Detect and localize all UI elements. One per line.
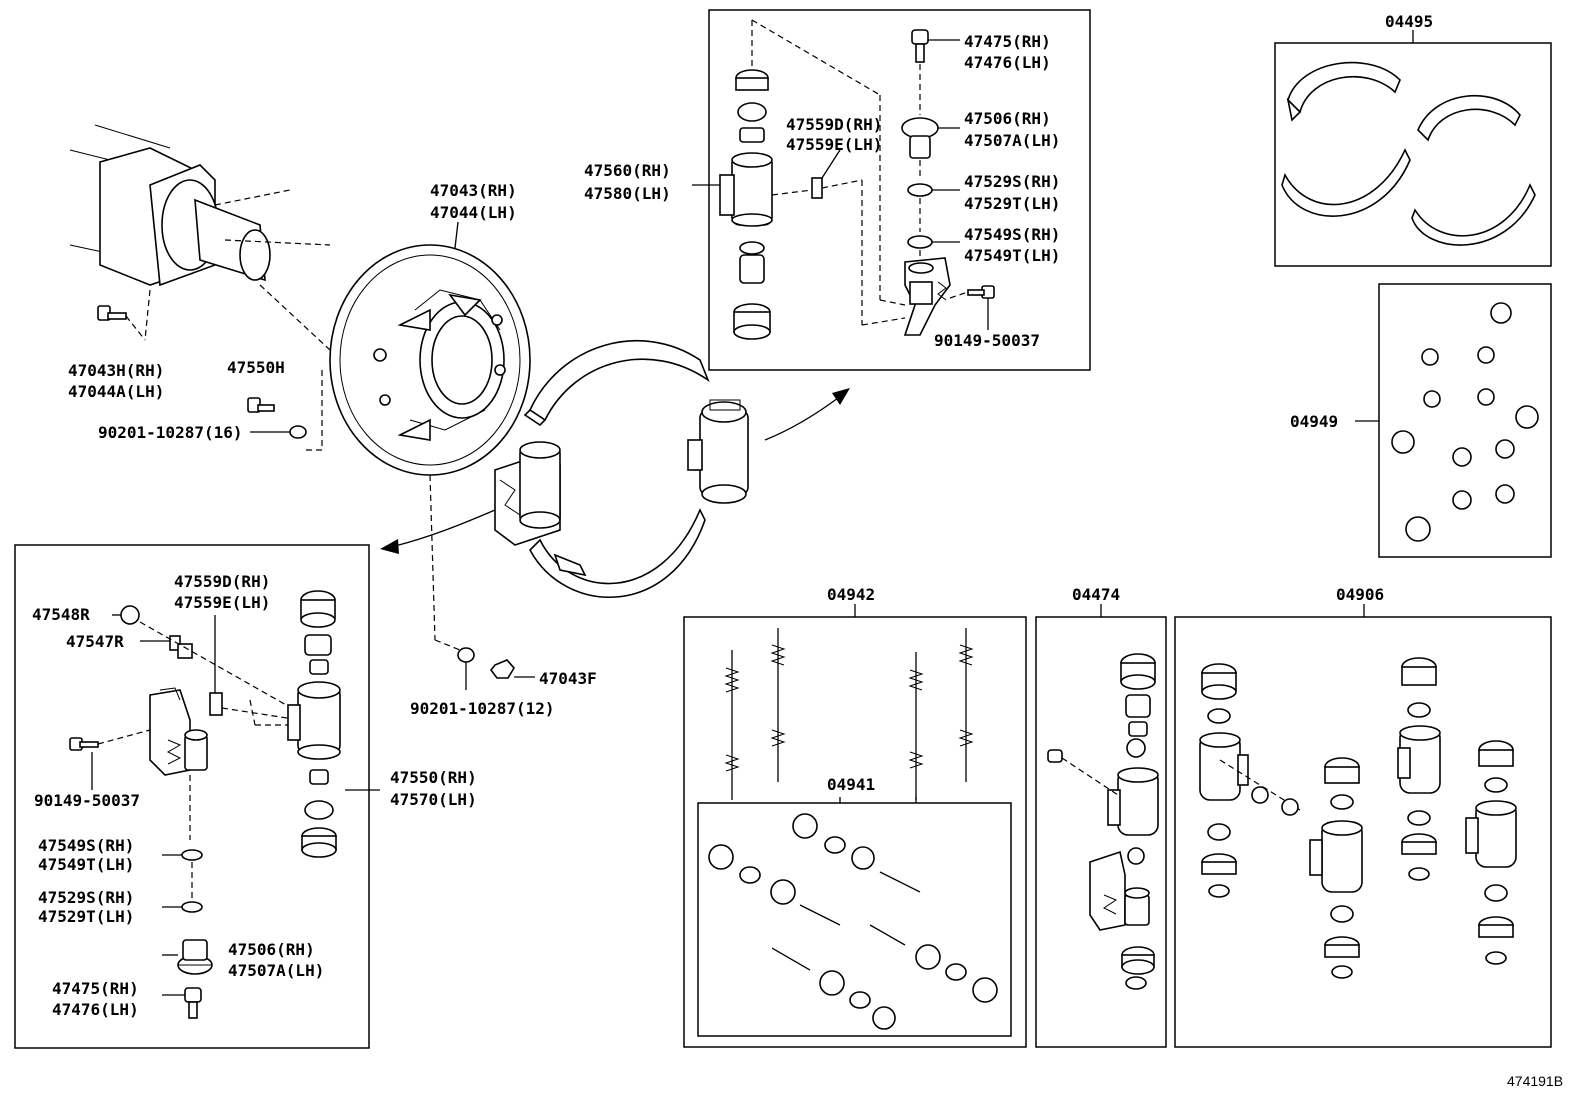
label-47550h: 47550H	[227, 358, 285, 377]
bolt-47043h	[97, 305, 146, 341]
label-47044a-lh: 47044A(LH)	[68, 382, 164, 401]
wheel-cylinder-center-right	[687, 399, 749, 504]
label-47559e-top: 47559E(LH)	[786, 135, 882, 154]
label-47549s-rh: 47549S(RH)	[964, 225, 1060, 244]
label-90149-bottom: 90149-50037	[34, 791, 140, 810]
label-kit-04942: 04942	[827, 585, 875, 604]
label-47560-rh: 47560(RH)	[584, 161, 671, 180]
label-47549t-bottom: 47549T(LH)	[38, 855, 134, 874]
axle-housing	[69, 124, 331, 351]
label-47559e-bottom: 47559E(LH)	[174, 593, 270, 612]
label-47559d-top: 47559D(RH)	[786, 115, 882, 134]
label-47549t-lh: 47549T(LH)	[964, 246, 1060, 265]
label-kit-04906: 04906	[1336, 585, 1384, 604]
arrow-to-bottom-box	[380, 509, 496, 554]
brake-shoes-center	[523, 339, 710, 599]
cylinder-parts-top	[719, 19, 995, 340]
box-04906	[1174, 616, 1552, 1048]
label-47529t-bottom: 47529T(LH)	[38, 907, 134, 926]
label-47550-rh: 47550(RH)	[390, 768, 477, 787]
label-47044-lh: 47044(LH)	[430, 203, 517, 222]
piston-kit-04941	[708, 813, 998, 1030]
label-kit-04941: 04941	[827, 775, 875, 794]
box-wheel-cylinder-bottom	[14, 544, 370, 1049]
label-47475-bottom: 47475(RH)	[52, 979, 139, 998]
arrow-to-top-box	[764, 388, 850, 441]
label-47549s-bottom: 47549S(RH)	[38, 836, 134, 855]
label-47529t-lh: 47529T(LH)	[964, 194, 1060, 213]
label-47476-lh: 47476(LH)	[964, 53, 1051, 72]
label-47547r: 47547R	[66, 632, 124, 651]
label-kit-04949: 04949	[1290, 412, 1338, 431]
nut-47043f	[457, 647, 535, 690]
shoe-kit-04495	[1281, 61, 1536, 246]
part-labels: 47475(RH) 47476(LH) 47506(RH) 47507A(LH)…	[32, 12, 1563, 1089]
label-47529s-bottom: 47529S(RH)	[38, 888, 134, 907]
label-kit-04495: 04495	[1385, 12, 1433, 31]
label-47506-bottom: 47506(RH)	[228, 940, 315, 959]
label-47476-bottom: 47476(LH)	[52, 1000, 139, 1019]
label-90201-16: 90201-10287(16)	[98, 423, 243, 442]
label-47043h-rh: 47043H(RH)	[68, 361, 164, 380]
caliper-kit-04474	[1047, 653, 1159, 990]
label-47529s-rh: 47529S(RH)	[964, 172, 1060, 191]
label-90201-12: 90201-10287(12)	[410, 699, 555, 718]
cylinder-parts-bottom	[69, 590, 380, 1019]
label-kit-04474: 04474	[1072, 585, 1120, 604]
label-47507a-bottom: 47507A(LH)	[228, 961, 324, 980]
figure-number: 474191B	[1507, 1073, 1563, 1089]
label-47043-rh: 47043(RH)	[430, 181, 517, 200]
spring-kit-04942	[724, 628, 974, 800]
label-47548r: 47548R	[32, 605, 90, 624]
label-47043f: 47043F	[539, 669, 597, 688]
label-47570-lh: 47570(LH)	[390, 790, 477, 809]
label-47559d-bottom: 47559D(RH)	[174, 572, 270, 591]
label-90149-top: 90149-50037	[934, 331, 1040, 350]
label-47507a-lh: 47507A(LH)	[964, 131, 1060, 150]
box-04941	[697, 802, 1012, 1037]
wheel-cylinder-center-left	[494, 441, 561, 546]
bolt-47550h	[247, 370, 323, 451]
label-47580-lh: 47580(LH)	[584, 184, 671, 203]
cup-kit-04949	[1391, 302, 1539, 542]
label-47475-rh: 47475(RH)	[964, 32, 1051, 51]
backing-plate	[329, 244, 531, 651]
cylinder-kit-04906	[1199, 657, 1517, 979]
label-47506-rh: 47506(RH)	[964, 109, 1051, 128]
box-wheel-cylinder-top	[708, 9, 1091, 371]
